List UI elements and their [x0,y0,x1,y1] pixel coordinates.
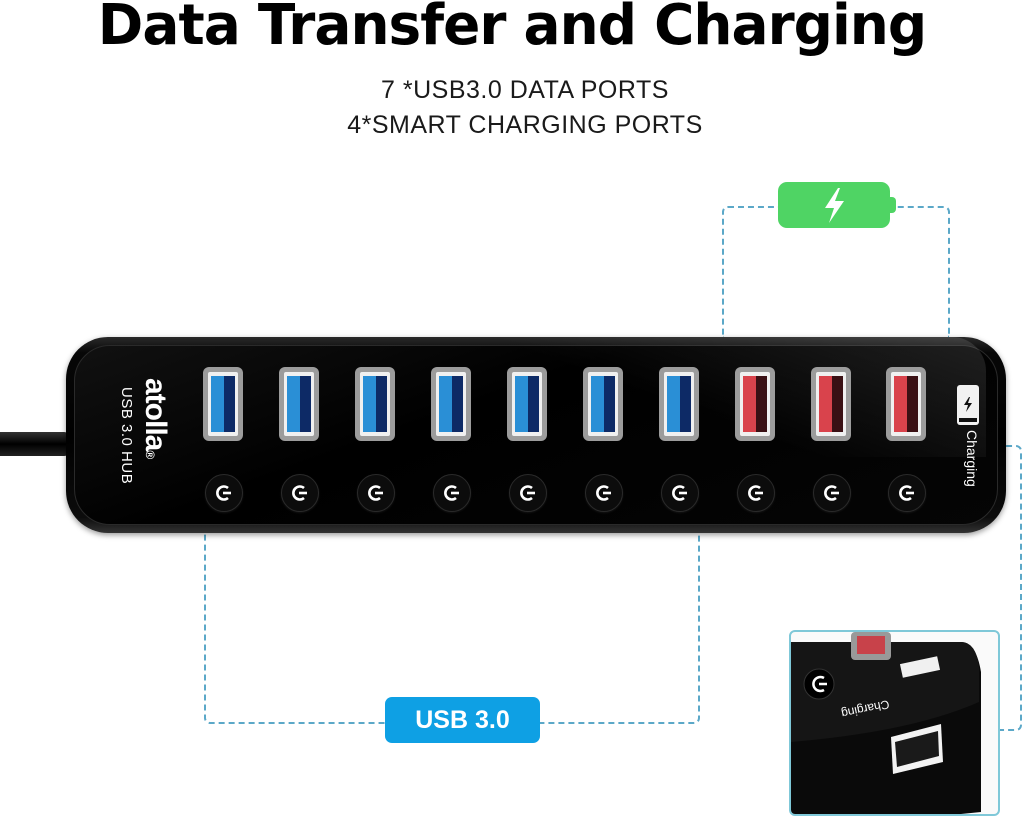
power-icon [216,485,231,501]
charging-port-3[interactable] [886,367,926,441]
power-button-9[interactable] [813,474,851,512]
power-icon [368,485,383,501]
usb3-connector-line [204,530,700,724]
usb3-badge: USB 3.0 [385,697,540,743]
subtitle-charging-ports: 4*SMART CHARGING PORTS [347,111,703,139]
power-icon [444,485,459,501]
port-2[interactable] [279,367,319,441]
power-button-1[interactable] [205,474,243,512]
port-4[interactable] [431,367,471,441]
power-button-7[interactable] [661,474,699,512]
page-title: Data Transfer and Charging [97,0,927,58]
power-button-5[interactable] [509,474,547,512]
power-button-6[interactable] [585,474,623,512]
model-label: USB 3.0 HUB [118,387,135,485]
power-button-3[interactable] [357,474,395,512]
power-icon [672,485,687,501]
charging-port-closeup: Charging [789,630,1000,816]
charging-port-1[interactable] [735,367,775,441]
power-icon [748,485,763,501]
power-icon [520,485,535,501]
power-button-8[interactable] [737,474,775,512]
power-icon [596,485,611,501]
usb-cable [0,432,70,456]
inset-connector-line [996,445,1022,731]
brand-logo: atolla® [139,378,172,459]
charging-port-2[interactable] [811,367,851,441]
port-5[interactable] [507,367,547,441]
power-button-10[interactable] [888,474,926,512]
power-icon [899,485,914,501]
charging-label: Charging [964,430,980,487]
power-button-2[interactable] [281,474,319,512]
power-button-4[interactable] [433,474,471,512]
battery-charging-icon [778,182,890,228]
battery-tip [888,197,896,213]
charging-indicator-icon [957,385,979,425]
port-6[interactable] [583,367,623,441]
subtitle-data-ports: 7 *USB3.0 DATA PORTS [381,76,669,104]
port-7[interactable] [659,367,699,441]
power-icon [824,485,839,501]
port-1[interactable] [203,367,243,441]
port-3[interactable] [355,367,395,441]
power-icon [292,485,307,501]
hub-closeup-illustration [791,632,981,814]
